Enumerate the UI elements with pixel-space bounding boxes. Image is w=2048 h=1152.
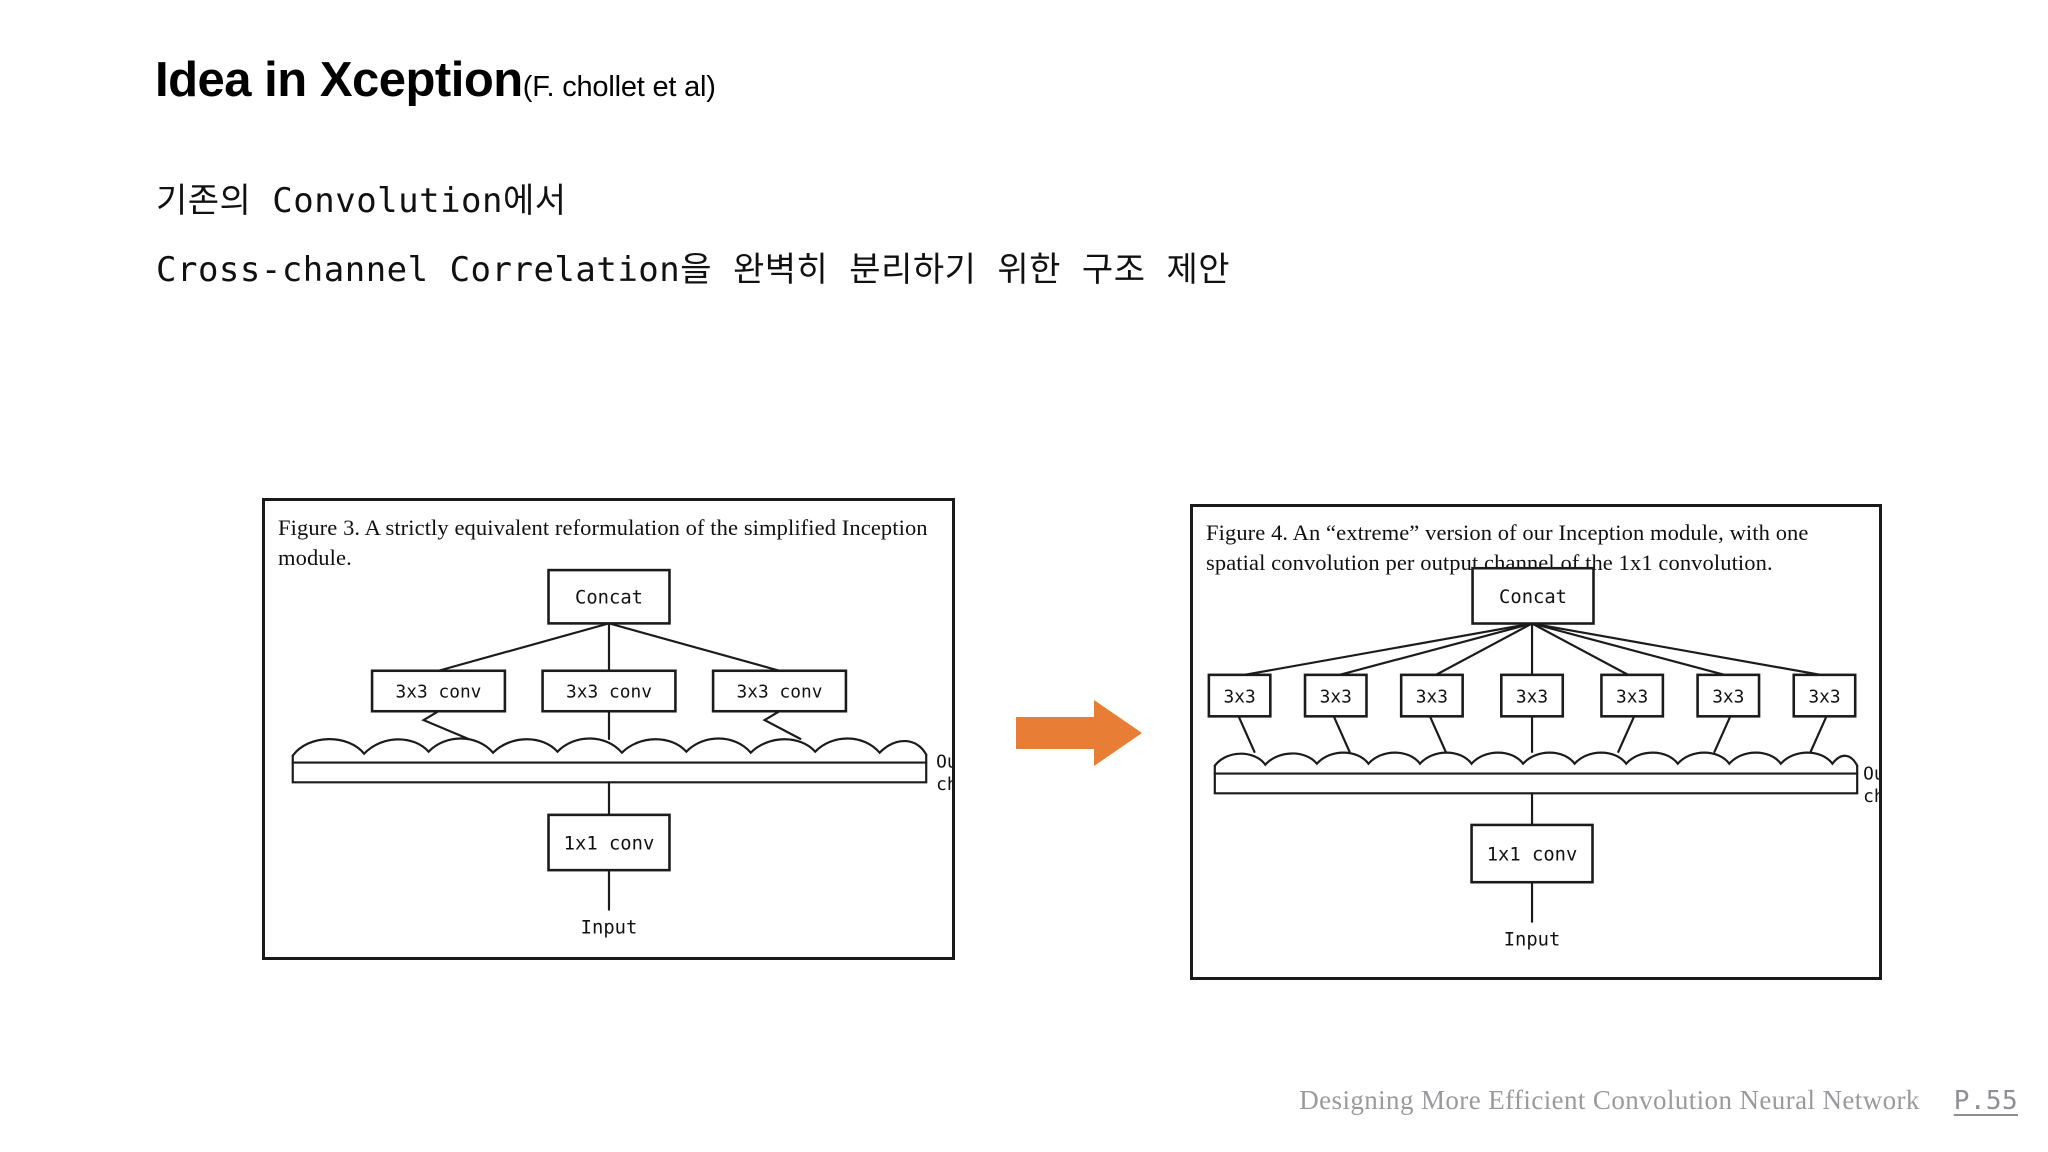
- figure-3-node-concat: Concat: [547, 568, 671, 625]
- figure-3-concat-label: Concat: [575, 588, 643, 609]
- figure-3-node-conv-2: 3x3 conv: [541, 669, 677, 713]
- figure-4-conv-label-6: 3x3: [1712, 687, 1744, 708]
- figure-4-conv-label-5: 3x3: [1616, 687, 1648, 708]
- figure-4-node-conv-2: 3x3: [1303, 673, 1368, 718]
- figure-4-pointwise-label: 1x1 conv: [1487, 845, 1578, 866]
- figure-4-conv-label-4: 3x3: [1516, 687, 1548, 708]
- figure-3-pointwise-label: 1x1 conv: [564, 833, 655, 854]
- figure-3-conv-label-3: 3x3 conv: [737, 681, 823, 702]
- figure-4-node-conv-3: 3x3: [1399, 673, 1464, 718]
- page-title-citation: (F. chollet et al): [522, 71, 716, 103]
- figure-4-conv-label-3: 3x3: [1416, 687, 1448, 708]
- figure-4-node-conv-7: 3x3: [1792, 673, 1857, 718]
- figure-4-conv-label-2: 3x3: [1320, 687, 1352, 708]
- arrow-right-icon: [1016, 700, 1142, 766]
- figure-3-output-channels-label-line1: Output: [936, 752, 952, 773]
- figure-3-node-conv-1: 3x3 conv: [370, 669, 507, 713]
- figure-3-output-channels-label-line2: channels: [936, 774, 952, 795]
- figure-3-node-conv-3: 3x3 conv: [711, 669, 848, 713]
- figure-4-node-conv-6: 3x3: [1696, 673, 1761, 718]
- figure-4-node-conv-5: 3x3: [1600, 673, 1665, 718]
- figure-4-conv-label-7: 3x3: [1808, 687, 1840, 708]
- footer-page-number: P.55: [1953, 1086, 2018, 1116]
- figure-4-concat-label: Concat: [1499, 587, 1567, 608]
- slide-footer: Designing More Efficient Convolution Neu…: [1299, 1085, 2018, 1116]
- figure-3-diagram: Concat 3x3 conv 3x3 conv 3x3 conv Output…: [291, 568, 952, 938]
- figure-4-node-conv-1: 3x3: [1207, 673, 1272, 718]
- page-title-main: Idea in Xception: [155, 53, 523, 107]
- figure-3-conv-label-2: 3x3 conv: [566, 681, 652, 702]
- body-text-line-1: 기존의 Convolution에서: [156, 181, 567, 221]
- figure-3-node-pointwise: 1x1 conv: [547, 813, 671, 872]
- figure-4-diagram: Concat 3x3 3x3 3x3 3x3 3x3 3x3 3x: [1207, 566, 1879, 950]
- figure-4-output-channels-label-line1: Output: [1863, 764, 1879, 785]
- figure-4-conv-label-1: 3x3: [1223, 687, 1255, 708]
- figure-4-panel: Figure 4. An “extreme” version of our In…: [1190, 504, 1882, 980]
- figure-3-conv-label-1: 3x3 conv: [396, 681, 482, 702]
- footer-title: Designing More Efficient Convolution Neu…: [1299, 1085, 1920, 1115]
- figure-4-input-label: Input: [1504, 929, 1561, 950]
- figure-3-caption: Figure 3. A strictly equivalent reformul…: [278, 515, 928, 570]
- figure-3-input-label: Input: [581, 917, 638, 938]
- body-text-line-2: Cross-channel Correlation을 완벽히 분리하기 위한 구…: [156, 250, 1231, 290]
- page-title: Idea in Xception(F. chollet et al): [155, 52, 716, 108]
- figure-4-node-concat: Concat: [1471, 566, 1595, 625]
- figure-4-output-channels-label-line2: channels: [1863, 786, 1879, 807]
- figure-4-node-pointwise: 1x1 conv: [1470, 823, 1594, 884]
- figure-3-panel: Figure 3. A strictly equivalent reformul…: [262, 498, 955, 960]
- figure-4-node-conv-4: 3x3: [1500, 673, 1565, 718]
